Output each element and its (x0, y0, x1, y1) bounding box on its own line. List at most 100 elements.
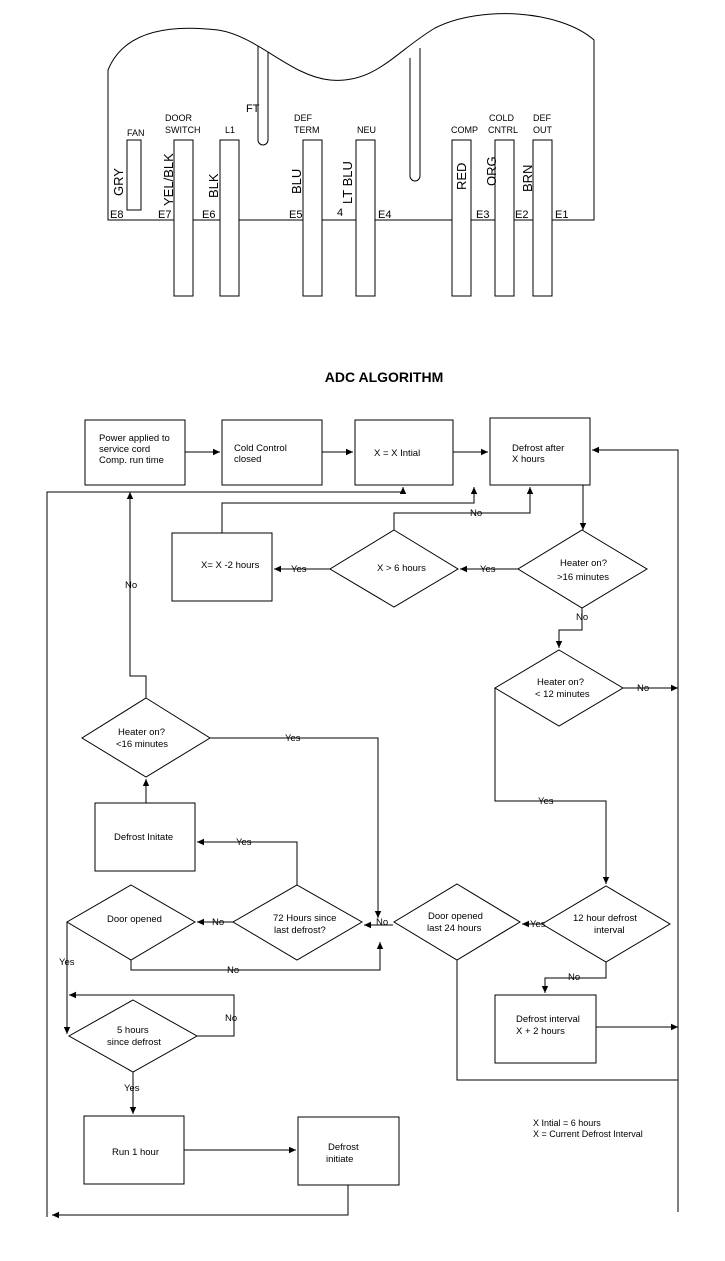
node-cold-control (221, 419, 323, 486)
edge-label-yes: Yes (530, 919, 546, 930)
label-def-1: DEF (294, 113, 313, 123)
node-text: Power applied to (99, 433, 170, 444)
connector-gry (126, 139, 142, 211)
control-board-outline (107, 13, 595, 221)
node-text: Defrost (328, 1142, 359, 1153)
ft-probe-right (409, 48, 421, 182)
arrow-xgt6-no (393, 487, 534, 530)
connector-org (494, 139, 515, 297)
edge-label-yes: Yes (538, 796, 554, 807)
node-text: Run 1 hour (112, 1147, 159, 1158)
node-text: X hours (512, 454, 545, 465)
node-text: interval (594, 925, 625, 936)
connector-yel-blk (173, 139, 194, 297)
node-text: X > 6 hours (377, 563, 426, 574)
node-text: closed (234, 454, 261, 465)
node-heater-gt16 (517, 529, 648, 609)
arrow-heater-lt16-no (126, 492, 147, 698)
connector-brn (532, 139, 553, 297)
wiring-diagram: FT FAN DOOR SWITCH L1 DEF TERM NEU COMP … (107, 13, 595, 297)
terminal-e1: E1 (555, 209, 568, 221)
node-x-minus-2 (171, 532, 273, 602)
terminal-e4: E4 (378, 209, 391, 221)
label-cntrl: CNTRL (488, 125, 518, 135)
node-text: 5 hours (117, 1025, 149, 1036)
edge-label-yes: Yes (285, 733, 301, 744)
edge-label-no: No (568, 972, 580, 983)
node-text: <16 minutes (116, 739, 168, 750)
edge-label-no: No (637, 683, 649, 694)
node-text: Defrost Initate (114, 832, 173, 843)
node-text: >16 minutes (557, 572, 609, 583)
arrow-heater-gt16-no (555, 608, 583, 648)
edge-label-no: No (125, 580, 137, 591)
arrow-heater-lt12-yes (494, 688, 610, 884)
node-text: Cold Control (234, 443, 287, 454)
arrow-xminus-up (221, 487, 478, 533)
connector-red (451, 139, 472, 297)
edge-label-yes: Yes (124, 1083, 140, 1094)
node-text: 12 hour defrost (573, 913, 637, 924)
label-neu: NEU (357, 125, 376, 135)
terminal-e6: E6 (202, 209, 215, 221)
connector-blu (302, 139, 323, 297)
terminal-e2: E2 (515, 209, 528, 221)
arrow-door-opened-no (130, 942, 384, 971)
left-return-line (46, 487, 407, 1217)
node-run-1-hour (83, 1115, 185, 1185)
arrow-5h-no-loop (69, 991, 235, 1037)
wire-org: ORG (484, 156, 499, 186)
node-interval-plus-2 (494, 994, 597, 1064)
node-text: 72 Hours since (273, 913, 336, 924)
node-text: Door opened (107, 914, 162, 925)
wire-blk: BLK (206, 173, 221, 198)
arrow-12h-no (541, 962, 607, 993)
node-text: Heater on? (537, 677, 584, 688)
wire-brn: BRN (520, 165, 535, 192)
node-x-initial (354, 419, 454, 486)
node-heater-lt12 (494, 649, 624, 727)
node-text: service cord (99, 444, 150, 455)
edge-label-no: No (225, 1013, 237, 1024)
wire-blu: BLU (289, 169, 304, 194)
node-power-applied (84, 419, 186, 486)
arrow-heater-lt16-yes (210, 737, 382, 918)
terminal-e5: E5 (289, 209, 302, 221)
edge-label-no: No (470, 508, 482, 519)
node-defrost-after (489, 417, 591, 486)
node-text: since defrost (107, 1037, 161, 1048)
node-12-hour-interval (541, 885, 671, 963)
node-text: last 24 hours (427, 923, 482, 934)
wire-gry: GRY (111, 168, 126, 196)
edge-label-yes: Yes (480, 564, 496, 575)
node-heater-lt16 (81, 697, 211, 778)
node-defrost-initate (94, 802, 196, 872)
terminal-e3: E3 (476, 209, 489, 221)
flowchart: Power applied to service cord Comp. run … (46, 417, 679, 1219)
node-text: < 12 minutes (535, 689, 590, 700)
line-door24-return (456, 960, 678, 1081)
connector-lt-blu (355, 139, 376, 297)
node-text: initiate (326, 1154, 353, 1165)
note-x-initial: X Intial = 6 hours (533, 1118, 601, 1128)
label-l1: L1 (225, 125, 235, 135)
node-5-hours (67, 999, 199, 1073)
edge-label-yes: Yes (236, 837, 252, 848)
terminal-4: 4 (337, 207, 343, 219)
node-text: last defrost? (274, 925, 326, 936)
edge-label-no: No (227, 965, 239, 976)
node-text: X + 2 hours (516, 1026, 565, 1037)
node-text: Heater on? (560, 558, 607, 569)
node-text: Heater on? (118, 727, 165, 738)
node-text: Defrost interval (516, 1014, 580, 1025)
edge-label-yes: Yes (59, 957, 75, 968)
wire-yel-blk: YEL/BLK (161, 153, 176, 206)
label-out: OUT (533, 125, 553, 135)
label-fan: FAN (127, 128, 145, 138)
note-x-current: X = Current Defrost Interval (533, 1129, 643, 1139)
node-text: Defrost after (512, 443, 564, 454)
right-return-line (592, 446, 679, 1212)
arrow-defrost-bottom (52, 1185, 349, 1219)
terminal-e8: E8 (110, 209, 123, 221)
